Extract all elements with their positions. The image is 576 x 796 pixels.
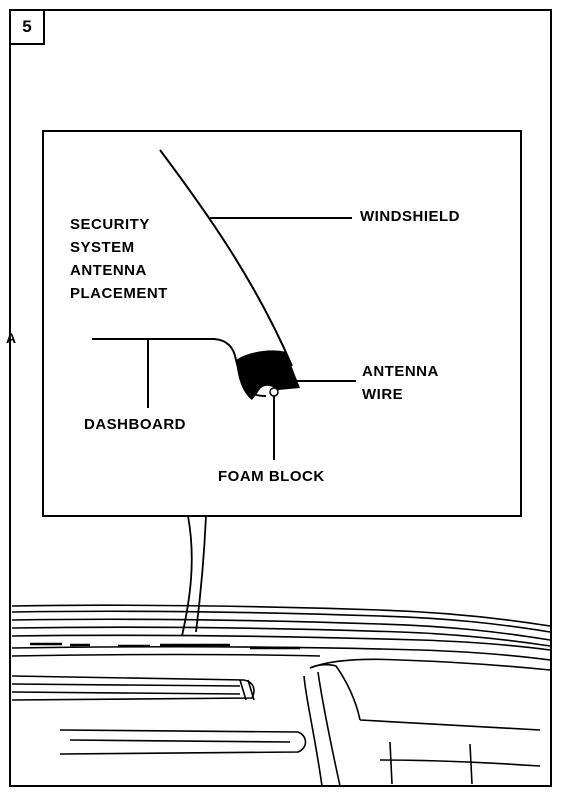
figure-frame (9, 9, 552, 787)
label-dashboard: DASHBOARD (84, 416, 186, 433)
car-dashboard-drawing (11, 604, 551, 787)
step-number: 5 (22, 17, 32, 36)
title-line-3: ANTENNA (70, 262, 147, 279)
foam-block (236, 350, 300, 400)
step-number-box: 5 (9, 9, 45, 45)
side-marker: A (6, 330, 17, 346)
label-wire: WIRE (362, 386, 404, 403)
label-antenna: ANTENNA (362, 363, 439, 380)
inset-box (42, 130, 522, 517)
title-line-2: SYSTEM (70, 239, 135, 256)
title-line-4: PLACEMENT (70, 285, 168, 302)
label-windshield: WINDSHIELD (360, 208, 460, 225)
antenna-wire-end (269, 387, 279, 397)
windshield-line (159, 149, 293, 367)
title-line-1: SECURITY (70, 216, 150, 233)
callout-pointer (181, 515, 207, 637)
label-foam-block: FOAM BLOCK (218, 468, 325, 485)
